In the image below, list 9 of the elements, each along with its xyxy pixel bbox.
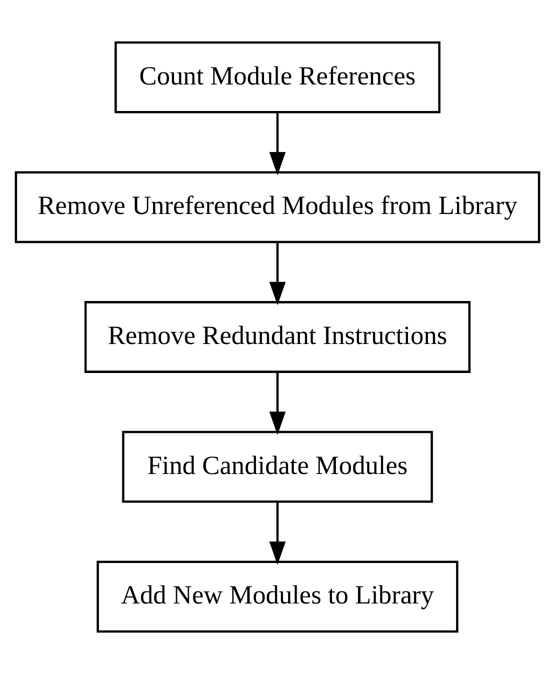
arrow — [269, 372, 286, 435]
arrow — [269, 242, 286, 305]
arrow — [269, 501, 286, 564]
node-box: Count Module References — [114, 40, 440, 113]
arrow — [269, 112, 286, 175]
node-box: Find Candidate Modules — [122, 430, 433, 502]
node-box: Remove Unreferenced Modules from Library — [14, 170, 540, 243]
node-box: Remove Redundant Instructions — [84, 300, 471, 372]
node-box: Add New Modules to Library — [96, 560, 458, 632]
